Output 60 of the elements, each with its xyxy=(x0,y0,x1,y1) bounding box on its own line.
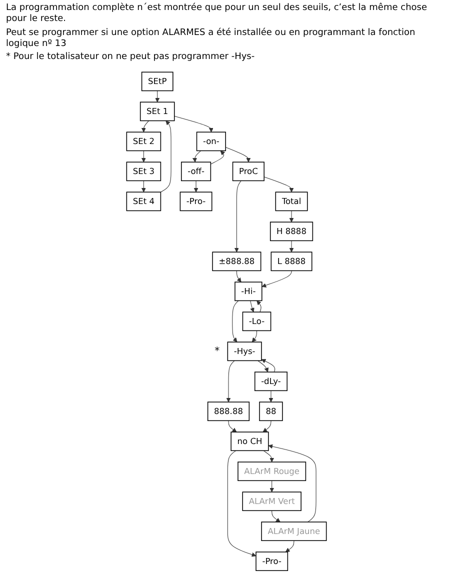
arrow xyxy=(225,147,251,163)
node-box: ±888.88 xyxy=(212,252,262,272)
arrow xyxy=(236,270,242,283)
node-box: -Hys- xyxy=(227,342,262,362)
node-box: -Hi- xyxy=(234,282,262,302)
node-box: SEt 3 xyxy=(126,162,162,182)
arrow xyxy=(192,150,202,163)
arrow xyxy=(160,120,172,193)
node-box: H 8888 xyxy=(270,222,314,242)
node-box: ProC xyxy=(232,162,264,182)
node-box: -dLy- xyxy=(254,372,288,392)
node-box: SEt 1 xyxy=(140,102,175,122)
arrow xyxy=(252,330,258,343)
arrow xyxy=(141,120,150,133)
arrow xyxy=(289,240,294,253)
arrow xyxy=(264,176,294,193)
node-box: -off- xyxy=(180,162,212,182)
note-text: * Pour le totalisateur on ne peut pas programmer -Hys- xyxy=(6,52,256,64)
node-box: SEt 2 xyxy=(126,132,162,152)
arrow xyxy=(268,444,316,523)
arrow xyxy=(210,150,226,165)
arrow xyxy=(234,180,242,253)
arrow xyxy=(232,300,239,343)
node-box: ALArM Vert xyxy=(242,492,302,512)
node-box: 88 xyxy=(259,402,283,422)
arrow xyxy=(262,420,272,432)
note-text: Peut se programmer si une option ALARMES a été installée ou en programmant la fonction logique nº 13 xyxy=(6,28,416,50)
node-box: no CH xyxy=(230,432,269,452)
node-box: Total xyxy=(275,192,308,212)
arrow xyxy=(263,450,274,462)
node-box: -Pro- xyxy=(256,552,288,572)
node-box: ALArM Jaune xyxy=(261,522,327,542)
arrow xyxy=(261,359,276,373)
arrow xyxy=(268,390,274,402)
arrow xyxy=(250,300,254,313)
arrow xyxy=(272,510,280,522)
arrow xyxy=(227,450,256,558)
arrow xyxy=(141,180,146,193)
arrow xyxy=(270,480,274,492)
node-box: -Pro- xyxy=(180,192,212,212)
node-box: 888.88 xyxy=(207,402,250,422)
arrow xyxy=(226,360,235,402)
arrow xyxy=(258,360,269,372)
arrow xyxy=(141,150,146,163)
note-text: La programmation complète n´est montrée que pour un seul des seuils, c’est la même chose pour le reste. xyxy=(6,3,428,26)
arrow xyxy=(174,116,214,133)
arrow xyxy=(194,180,198,193)
arrow xyxy=(289,210,294,223)
node-box: SEtP xyxy=(141,72,174,92)
node-box: ALArM Rouge xyxy=(238,462,306,482)
arrow xyxy=(228,420,237,432)
arrow xyxy=(155,90,160,103)
node-box: SEt 4 xyxy=(126,192,162,212)
arrow xyxy=(256,300,262,313)
node-box: -on- xyxy=(196,132,226,152)
node-box: L 8888 xyxy=(270,252,312,272)
node-box: -Lo- xyxy=(242,312,272,332)
arrow xyxy=(285,540,294,552)
arrow xyxy=(262,270,292,288)
asterisk-mark: * xyxy=(214,346,220,357)
